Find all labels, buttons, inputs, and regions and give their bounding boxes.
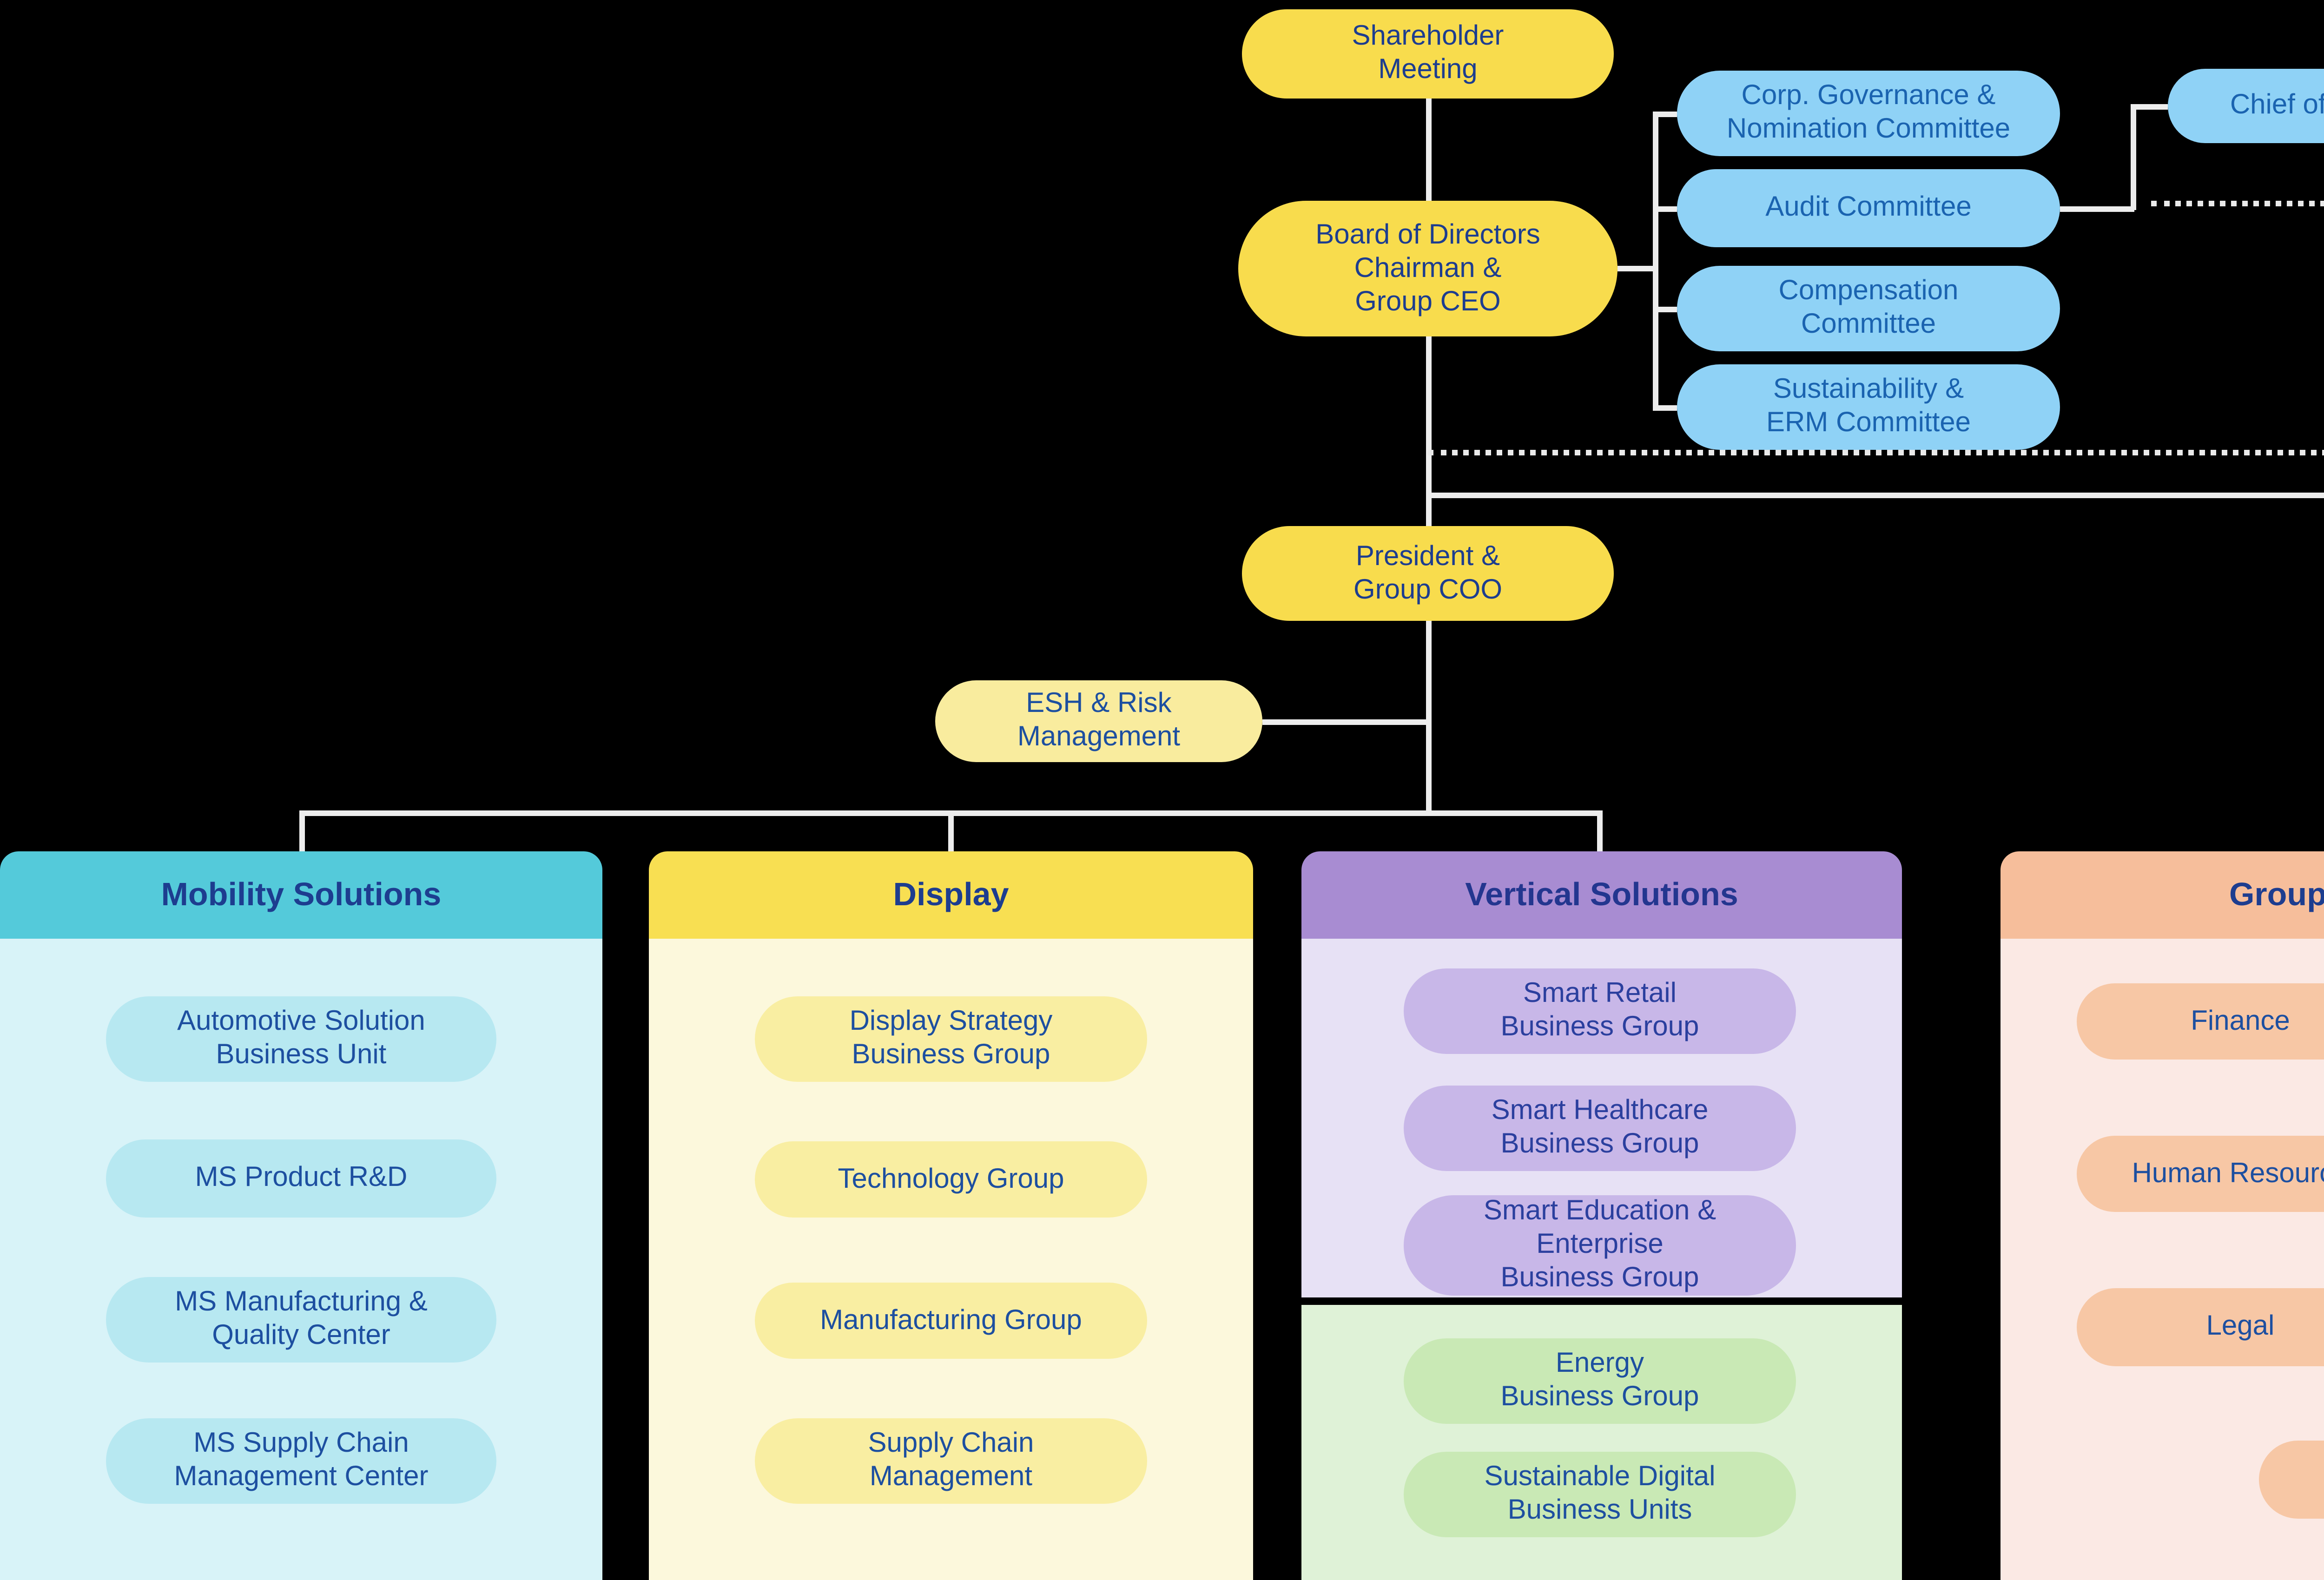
dotted-compliance-board-h <box>1428 450 2324 455</box>
node-president-coo: President & Group COO <box>1242 526 1614 621</box>
node-committee-corp-governance: Corp. Governance & Nomination Committee <box>1677 71 2060 156</box>
connector-audit-compliance-v <box>2131 104 2135 210</box>
node-board-of-directors: Board of Directors Chairman & Group CEO <box>1238 201 1618 336</box>
node-smart-healthcare-group: Smart Healthcare Business Group <box>1404 1086 1796 1171</box>
node-energy-business-group: Energy Business Group <box>1404 1338 1796 1424</box>
panel-header-vertical-solutions: Vertical Solutions <box>1301 851 1902 939</box>
connector-audit-compliance-h1 <box>2060 206 2134 211</box>
panel-header-mobility-solutions: Mobility Solutions <box>0 851 602 939</box>
node-display-strategy-group: Display Strategy Business Group <box>755 996 1147 1082</box>
node-ms-manufacturing-quality: MS Manufacturing & Quality Center <box>106 1277 496 1363</box>
node-automotive-solution-bu: Automotive Solution Business Unit <box>106 996 496 1082</box>
panel-header-display: Display <box>649 851 1253 939</box>
panel-header-group-infrastructure: Group Infrastructure Unit <box>2000 851 2324 939</box>
node-smart-retail-group: Smart Retail Business Group <box>1404 968 1796 1054</box>
node-finance: Finance <box>2077 983 2324 1060</box>
node-esh-risk-management: ESH & Risk Management <box>935 680 1262 762</box>
dotted-audit-right <box>2151 201 2324 206</box>
node-shareholder-meeting: Shareholder Meeting <box>1242 9 1614 99</box>
node-smart-education-enterprise-group: Smart Education & Enterprise Business Gr… <box>1404 1195 1796 1296</box>
node-ms-product-rd: MS Product R&D <box>106 1139 496 1218</box>
node-ms-supply-chain: MS Supply Chain Management Center <box>106 1418 496 1504</box>
connector-committee-stub-2 <box>1653 206 1677 211</box>
node-technology-group: Technology Group <box>755 1141 1147 1218</box>
connector-stub-vertical <box>1597 810 1602 851</box>
node-sustainable-digital-units: Sustainable Digital Business Units <box>1404 1452 1796 1537</box>
connector-infrastructure-h <box>1426 493 2324 497</box>
node-chief-of-compliance: Chief of Compliance <box>2168 69 2324 143</box>
node-committee-compensation: Compensation Committee <box>1677 266 2060 351</box>
connector-stub-display <box>948 810 953 851</box>
node-manufacturing-group: Manufacturing Group <box>755 1283 1147 1359</box>
connector-board-committees-stem <box>1618 266 1655 270</box>
connector-committee-stub-3 <box>1653 307 1677 311</box>
node-legal: Legal <box>2077 1288 2324 1366</box>
connector-committees-bracket <box>1653 112 1657 409</box>
node-auditing: Auditing <box>2259 1441 2324 1519</box>
connector-board-president <box>1426 336 1431 526</box>
node-committee-audit: Audit Committee <box>1677 169 2060 247</box>
connector-president-divisions <box>1426 621 1431 814</box>
connector-committee-stub-4 <box>1653 405 1677 410</box>
connector-committee-stub-1 <box>1653 112 1677 116</box>
connector-audit-compliance-h2 <box>2131 104 2168 109</box>
connector-esh <box>1262 719 1428 724</box>
connector-shareholder-board <box>1426 99 1431 201</box>
node-supply-chain-management: Supply Chain Management <box>755 1418 1147 1504</box>
node-committee-sustainability-erm: Sustainability & ERM Committee <box>1677 364 2060 450</box>
node-human-resource: Human Resource <box>2077 1136 2324 1212</box>
connector-stub-mobility <box>299 810 304 851</box>
